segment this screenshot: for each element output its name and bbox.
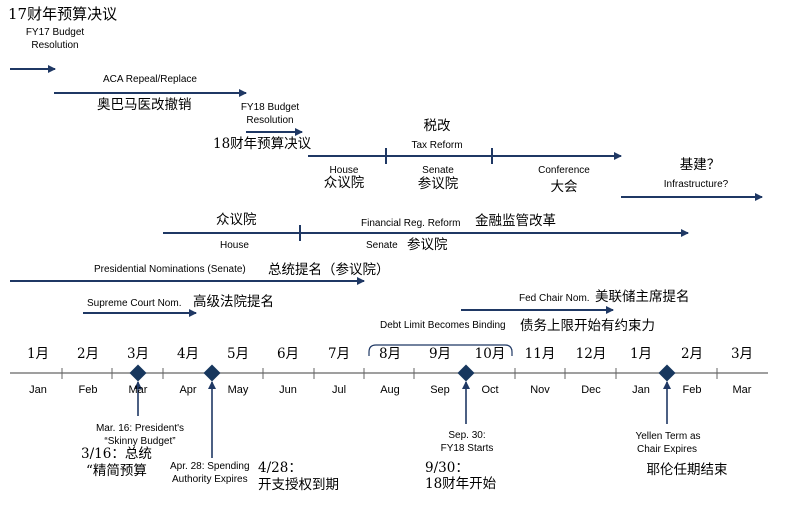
month-label-zh: 5月 (226, 346, 250, 362)
month-label-zh: 3月 (126, 346, 150, 362)
tax-senate-label-zh: 参议院 (417, 176, 459, 192)
month-label-en: Jun (279, 384, 297, 396)
month-label-en: Feb (78, 384, 98, 396)
finreg-senate-label-zh: 参议院 (407, 237, 448, 253)
sep30-label-en-2: FY18 Starts (440, 443, 494, 454)
mar16-diamond (129, 364, 147, 382)
infrastructure-label-en: Infrastructure? (663, 179, 729, 190)
mar16-label-zh-1: 3/16：总统 (81, 446, 152, 462)
finreg-senate-label-en: Senate (366, 240, 398, 251)
sep30-label-zh-1: 9/30： (425, 460, 469, 476)
fy18-resolution-label-zh: 18财年预算决议 (213, 136, 312, 152)
aca-repeal-label-en: ACA Repeal/Replace (103, 74, 197, 85)
finreg-title-zh: 金融监管改革 (475, 213, 556, 229)
sep30-label-zh-2: 18财年开始 (425, 476, 497, 492)
tax-house-label-en: House (329, 165, 359, 176)
month-label-en: Mar (128, 384, 148, 396)
month-label-zh: 7月 (327, 346, 351, 362)
month-label-en: May (227, 384, 249, 396)
tax-senate-label-en: Senate (422, 165, 454, 176)
month-label-en: Jan (632, 384, 650, 396)
yellen-diamond (658, 364, 676, 382)
apr28-label-zh-1: 4/28： (258, 460, 302, 476)
month-label-zh: 9月 (428, 346, 452, 362)
month-label-zh: 10月 (474, 346, 506, 362)
month-label-zh: 1月 (629, 346, 653, 362)
month-label-zh: 12月 (575, 346, 607, 362)
yellen-label-en-2: Chair Expires (636, 444, 698, 455)
month-label-en: Apr (179, 384, 197, 396)
sep30-label-en-1: Sep. 30: (448, 430, 486, 441)
month-label-zh: 2月 (76, 346, 100, 362)
apr28-label-en-1: Apr. 28: Spending (170, 461, 250, 472)
fed-chair-label-zh: 美联储主席提名 (595, 289, 690, 305)
month-label-en: Sep (430, 384, 450, 396)
month-label-zh: 3月 (730, 346, 754, 362)
debt-limit-bracket (368, 344, 513, 356)
mar16-label-en-1: Mar. 16: President's (95, 423, 185, 434)
apr28-label-en-2: Authority Expires (172, 474, 248, 485)
apr28-label-zh-2: 开支授权到期 (258, 477, 339, 493)
fy17-resolution-label-en-1: FY17 Budget (25, 27, 85, 38)
presidential-nominations-label-en: Presidential Nominations (Senate) (94, 264, 246, 275)
month-label-en: Nov (530, 384, 550, 396)
month-label-zh: 6月 (276, 346, 300, 362)
supreme-court-label-en: Supreme Court Nom. (87, 298, 182, 309)
month-label-zh: 8月 (378, 346, 402, 362)
finreg-house-label-zh: 众议院 (216, 212, 257, 228)
fy18-resolution-label-en-2: Resolution (246, 115, 294, 126)
fed-chair-label-en: Fed Chair Nom. (519, 293, 590, 304)
month-label-en: Mar (732, 384, 752, 396)
infrastructure-label-zh: 基建？ (679, 157, 721, 173)
month-label-en: Aug (380, 384, 400, 396)
supreme-court-label-zh: 高级法院提名 (193, 294, 274, 310)
finreg-house-label-en: House (220, 240, 249, 251)
aca-repeal-label-zh: 奥巴马医改撤销 (97, 97, 192, 113)
mar16-label-en-2: “Skinny Budget” (104, 436, 176, 447)
finreg-title-en: Financial Reg. Reform (361, 218, 461, 229)
yellen-label-zh: 耶伦任期结束 (646, 462, 728, 478)
tax-conference-label-zh: 大会 (550, 179, 578, 195)
tax-conference-label-en: Conference (538, 165, 590, 176)
yellen-label-en-1: Yellen Term as (635, 431, 701, 442)
month-label-en: Jan (29, 384, 47, 396)
month-label-en: Feb (682, 384, 702, 396)
fy17-resolution-label-zh: 17财年预算决议 (8, 5, 118, 23)
month-label-en: Oct (481, 384, 499, 396)
month-label-en: Dec (581, 384, 601, 396)
tax-house-label-zh: 众议院 (323, 175, 365, 191)
presidential-nominations-label-zh: 总统提名（参议院） (268, 262, 390, 278)
fy17-resolution-label-en-2: Resolution (31, 40, 79, 51)
month-label-zh: 1月 (26, 346, 50, 362)
apr28-diamond (203, 364, 221, 382)
month-label-zh: 11月 (524, 346, 556, 362)
month-label-zh: 4月 (176, 346, 200, 362)
tax-reform-label-en: Tax Reform (411, 140, 463, 151)
tax-reform-label-zh: 税改 (423, 118, 451, 134)
debt-limit-label-en: Debt Limit Becomes Binding (380, 320, 506, 331)
mar16-label-zh-2: “精简预算 (86, 463, 147, 479)
debt-limit-label-zh: 债务上限开始有约束力 (520, 318, 655, 334)
fy18-resolution-label-en-1: FY18 Budget (240, 102, 300, 113)
month-label-en: Jul (331, 384, 347, 396)
sep30-diamond (457, 364, 475, 382)
month-label-zh: 2月 (680, 346, 704, 362)
